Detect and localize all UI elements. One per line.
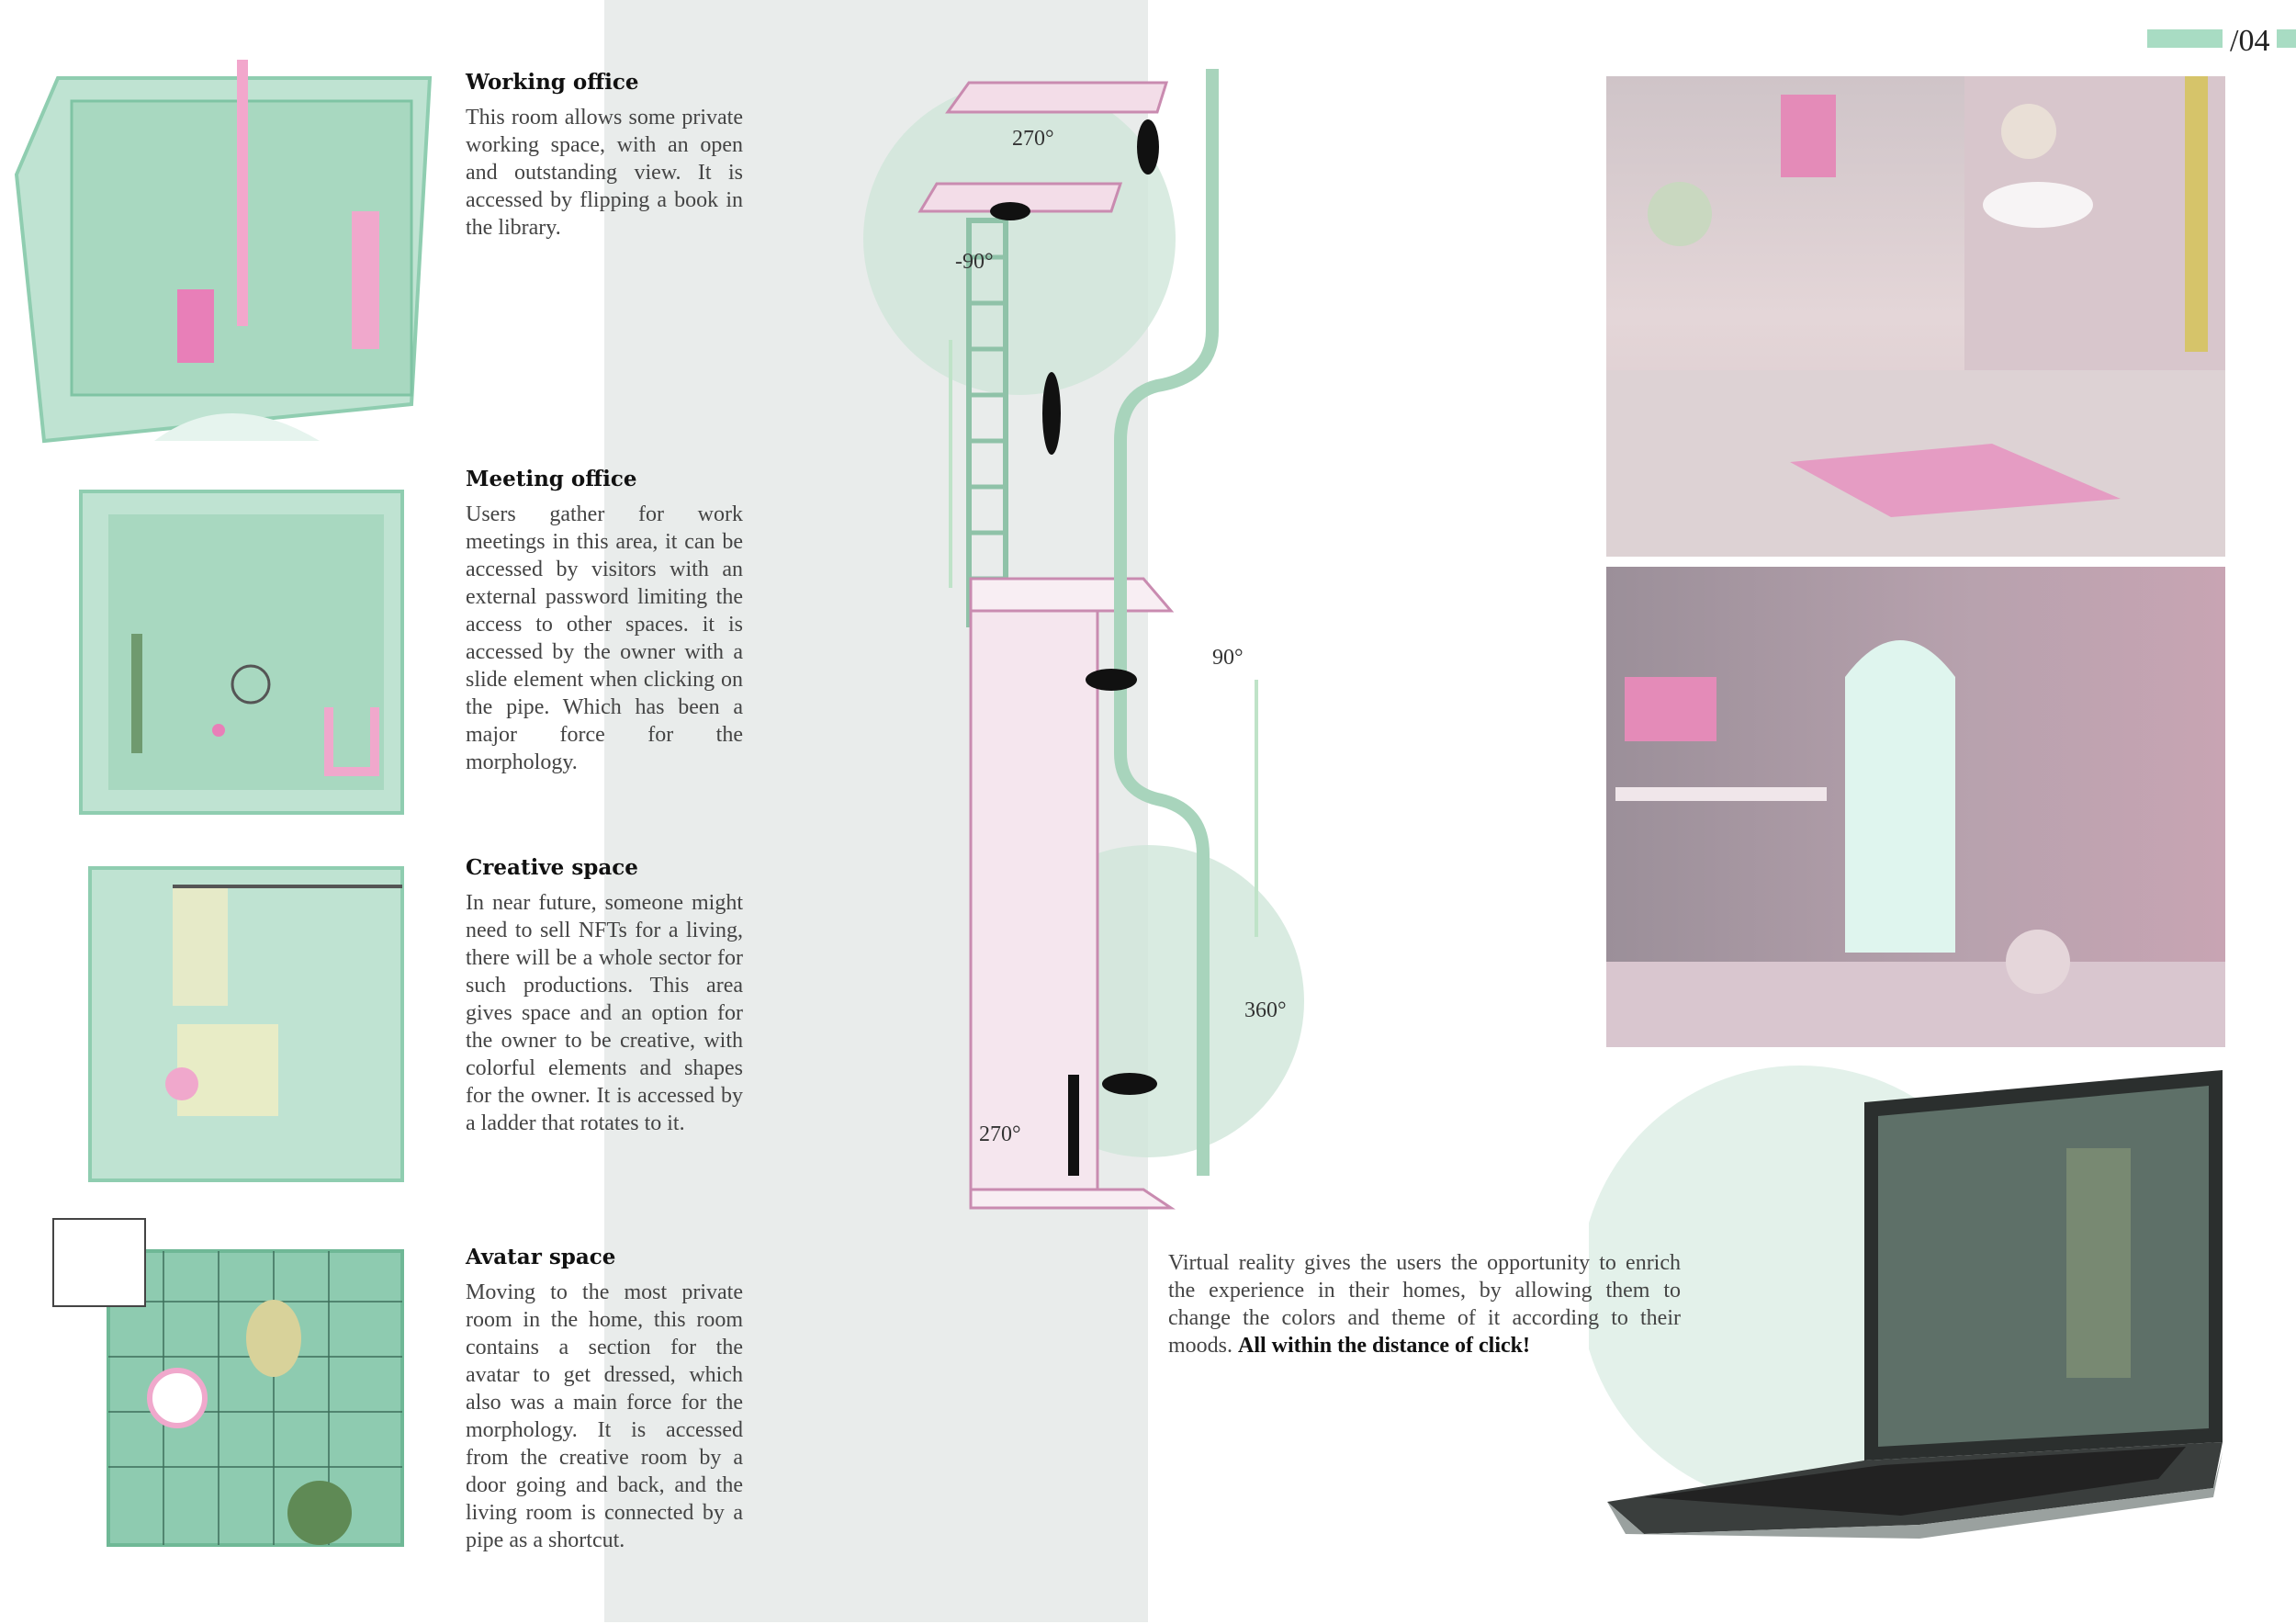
section-creative-space: Creative space In near future, someone m…: [466, 855, 743, 1137]
render-image-avatar-room: [1606, 567, 2225, 1047]
section-working-office: Working office This room allows some pri…: [466, 70, 743, 242]
section-avatar-space: Avatar space Moving to the most private …: [466, 1245, 743, 1554]
section-title: Working office: [466, 70, 639, 95]
working-office-drawing: [14, 60, 433, 444]
section-body: Users gather for work meetings in this a…: [466, 502, 743, 774]
angle-label: 270°: [979, 1122, 1021, 1146]
circulation-diagram: [863, 69, 1304, 1210]
vr-emphasis: All within the distance of click!: [1238, 1334, 1531, 1358]
page-number: /04: [2223, 24, 2278, 59]
vr-description: Virtual reality gives the users the oppo…: [1168, 1249, 1681, 1359]
section-meeting-office: Meeting office Users gather for work mee…: [466, 467, 743, 776]
vr-text: Virtual reality gives the users the oppo…: [1168, 1251, 1681, 1358]
section-title: Meeting office: [466, 467, 637, 491]
creative-space-drawing: [88, 866, 404, 1182]
avatar-space-drawing: [52, 1218, 404, 1547]
section-title: Avatar space: [466, 1245, 616, 1269]
section-title: Creative space: [466, 855, 638, 880]
angle-label: 270°: [1012, 127, 1054, 151]
section-body: In near future, someone might need to se…: [466, 891, 743, 1135]
section-body: This room allows some private working sp…: [466, 106, 743, 240]
angle-label: 360°: [1244, 998, 1287, 1022]
meeting-office-drawing: [79, 490, 404, 815]
angle-label: -90°: [955, 250, 994, 274]
angle-label: 90°: [1212, 646, 1244, 670]
render-image-bedroom: [1606, 76, 2225, 557]
section-body: Moving to the most private room in the h…: [466, 1280, 743, 1552]
laptop-vr-image: [1589, 1066, 2223, 1539]
